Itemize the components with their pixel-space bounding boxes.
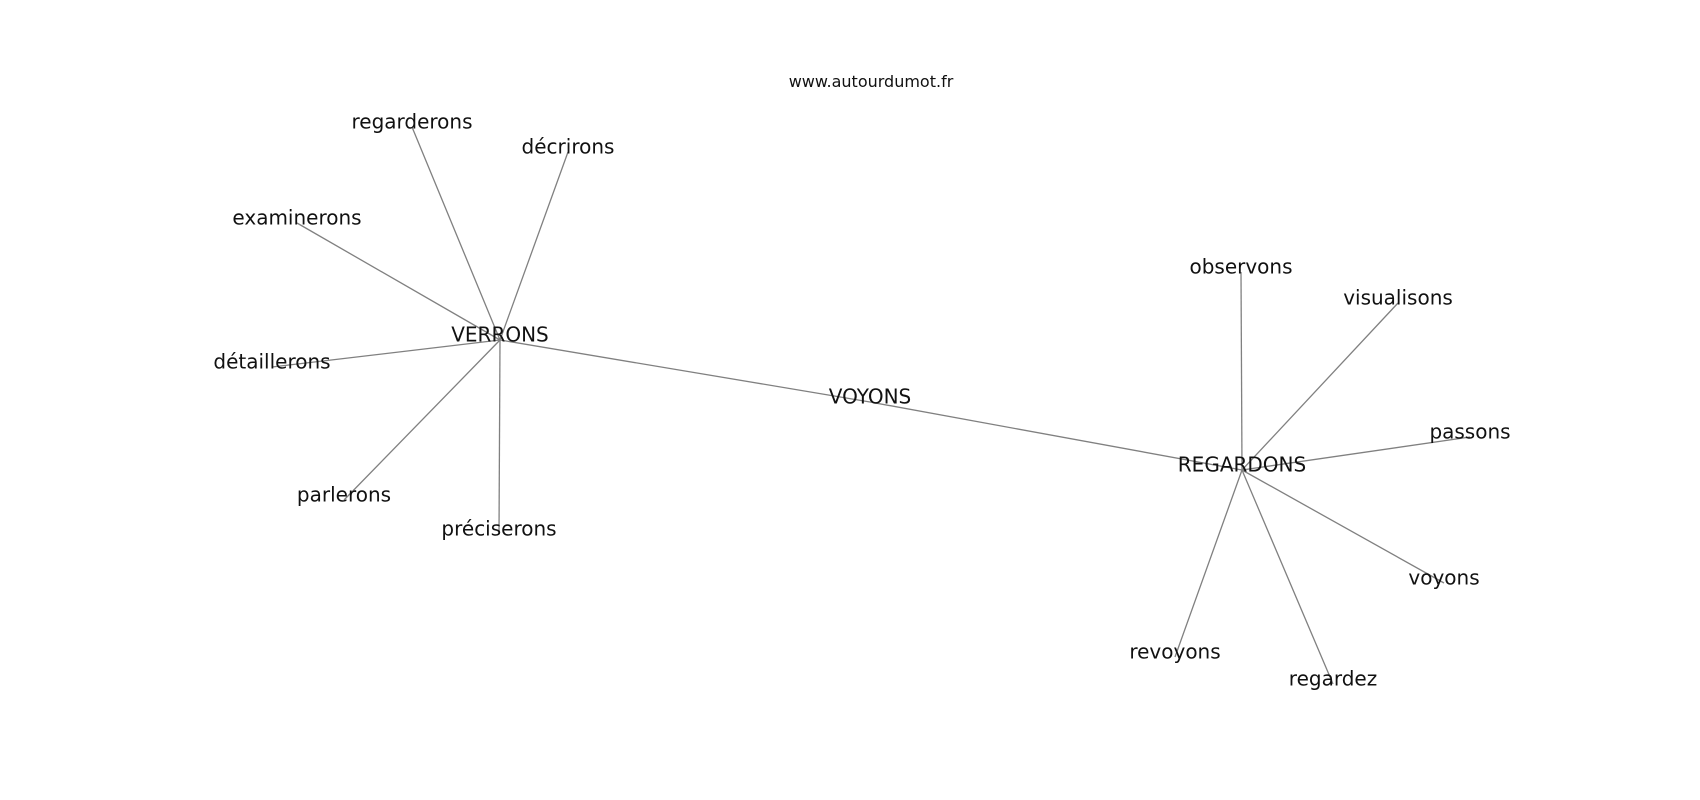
edge-verrons-decrirons [499, 151, 569, 341]
edge-voyons_center-regardons [869, 401, 1243, 471]
node-label-revoyons: revoyons [1129, 640, 1220, 664]
node-label-examinerons: examinerons [232, 206, 361, 230]
edge-verrons-detaillerons [271, 339, 501, 368]
node-label-passons: passons [1429, 420, 1510, 444]
edge-regardons-visualisons [1241, 302, 1399, 471]
watermark-text: www.autourdumot.fr [788, 72, 954, 91]
edge-verrons-voyons_center [499, 339, 871, 403]
edges-layer [271, 126, 1471, 685]
node-label-decrirons: décrirons [522, 135, 615, 159]
nodes-layer: VOYONS VERRONS REGARDONS regarderons décriro… [213, 110, 1510, 691]
node-label-verrons: VERRONS [451, 323, 549, 347]
node-label-regardez: regardez [1289, 667, 1377, 691]
edge-regardons-voyons [1241, 469, 1445, 584]
edge-verrons-parlerons [343, 339, 501, 501]
edge-verrons-preciserons [498, 339, 501, 535]
edge-regardons-revoyons [1174, 469, 1243, 658]
node-label-observons: observons [1189, 255, 1292, 279]
node-label-preciserons: préciserons [441, 517, 556, 541]
node-label-detaillerons: détaillerons [213, 350, 330, 374]
node-label-regarderons: regarderons [351, 110, 472, 134]
edge-verrons-examinerons [296, 222, 501, 341]
node-label-voyons_center: VOYONS [829, 385, 912, 409]
edge-regardons-regardez [1241, 469, 1334, 685]
node-label-voyons: voyons [1408, 566, 1479, 590]
edge-regardons-passons [1241, 436, 1471, 471]
node-label-visualisons: visualisons [1343, 286, 1453, 310]
edge-regardons-observons [1240, 271, 1243, 471]
node-label-regardons: REGARDONS [1178, 453, 1306, 477]
node-label-parlerons: parlerons [297, 483, 391, 507]
edge-verrons-regarderons [411, 126, 501, 341]
